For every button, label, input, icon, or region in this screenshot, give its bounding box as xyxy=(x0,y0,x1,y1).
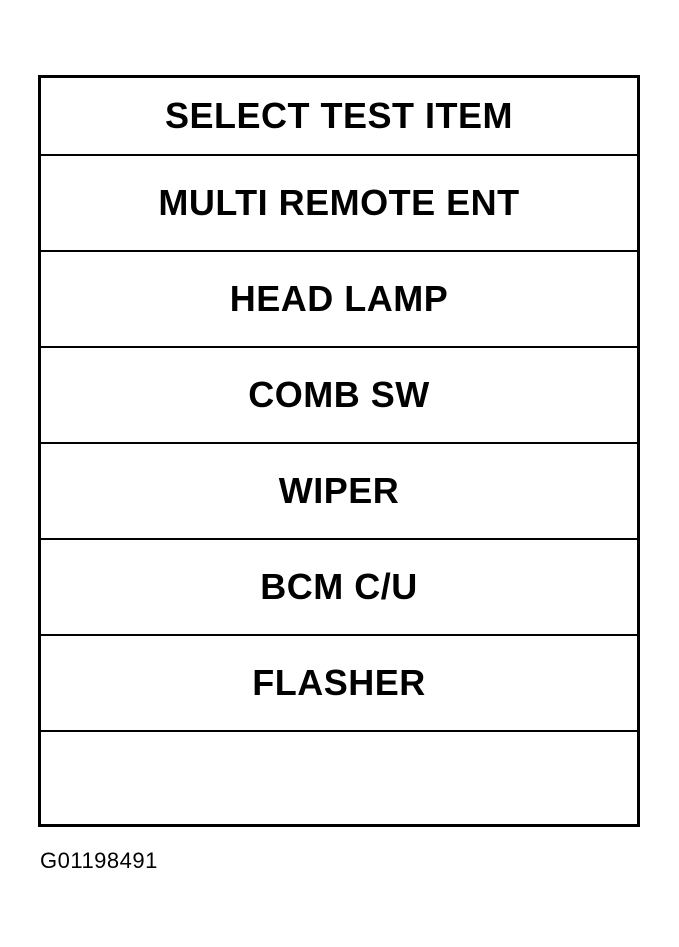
menu-item-comb-sw[interactable]: COMB SW xyxy=(41,348,637,444)
select-test-item-panel: SELECT TEST ITEM MULTI REMOTE ENT HEAD L… xyxy=(38,75,640,827)
menu-item-wiper[interactable]: WIPER xyxy=(41,444,637,540)
menu-item-flasher[interactable]: FLASHER xyxy=(41,636,637,732)
empty-row xyxy=(41,732,637,824)
figure-id: G01198491 xyxy=(40,848,158,873)
menu-item-bcm-cu[interactable]: BCM C/U xyxy=(41,540,637,636)
menu-item-multi-remote-ent[interactable]: MULTI REMOTE ENT xyxy=(41,156,637,252)
panel-title: SELECT TEST ITEM xyxy=(41,78,637,156)
menu-item-head-lamp[interactable]: HEAD LAMP xyxy=(41,252,637,348)
